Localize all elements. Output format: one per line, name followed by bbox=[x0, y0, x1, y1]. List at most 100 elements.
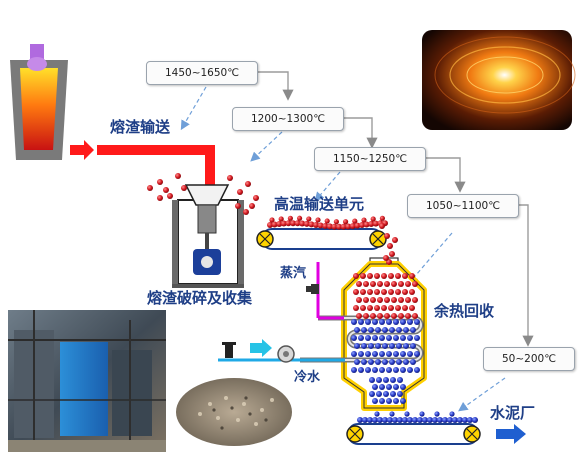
cool-particle bbox=[407, 335, 413, 341]
cool-particle bbox=[376, 377, 382, 383]
cool-particle bbox=[361, 359, 367, 365]
hot-particle bbox=[287, 215, 293, 221]
cool-particle bbox=[377, 417, 383, 423]
steam-pipe bbox=[306, 262, 344, 320]
cool-particle bbox=[389, 343, 395, 349]
cool-particle bbox=[382, 417, 388, 423]
cool-particle bbox=[393, 384, 399, 390]
hot-particle bbox=[372, 220, 379, 227]
hot-particle bbox=[297, 215, 303, 221]
cool-particle bbox=[389, 411, 395, 417]
hot-particle bbox=[280, 220, 287, 227]
hot-particle bbox=[395, 289, 401, 295]
cement-output-arrow bbox=[496, 424, 526, 444]
temp-box-3: 1150~1250℃ bbox=[314, 147, 426, 171]
hot-particle bbox=[359, 222, 365, 229]
hot-particle bbox=[243, 209, 249, 215]
cool-particle bbox=[375, 359, 381, 365]
cool-particle bbox=[393, 367, 399, 373]
cool-particle bbox=[351, 351, 357, 357]
cool-particle bbox=[382, 343, 388, 349]
cool-particle bbox=[389, 359, 395, 365]
cool-particle bbox=[449, 411, 455, 417]
hot-particle bbox=[345, 223, 352, 230]
hot-particle bbox=[278, 216, 284, 222]
hot-particle bbox=[306, 216, 312, 222]
cool-particle bbox=[397, 377, 403, 383]
cool-particle bbox=[372, 367, 378, 373]
slag-granules-photo bbox=[176, 378, 292, 446]
hot-particle bbox=[402, 273, 408, 279]
hot-particle bbox=[379, 215, 385, 221]
hot-particle bbox=[167, 193, 173, 199]
cool-particle bbox=[375, 343, 381, 349]
hot-particle bbox=[374, 289, 380, 295]
temp-box-2: 1200~1300℃ bbox=[232, 107, 344, 131]
hot-particle bbox=[388, 305, 394, 311]
cool-particle bbox=[369, 377, 375, 383]
cool-particle bbox=[396, 359, 402, 365]
hot-particle bbox=[269, 217, 275, 223]
hot-particle bbox=[363, 297, 369, 303]
cool-particle bbox=[386, 398, 392, 404]
cool-particle bbox=[358, 335, 364, 341]
hot-particle bbox=[377, 313, 383, 319]
cold-water-label: 冷水 bbox=[294, 370, 321, 385]
heat-exchanger-coil bbox=[300, 315, 424, 363]
cool-particle bbox=[393, 398, 399, 404]
cool-particle bbox=[383, 377, 389, 383]
hot-particle bbox=[356, 281, 362, 287]
hot-particle bbox=[381, 305, 387, 311]
hot-particle bbox=[412, 281, 418, 287]
cement-conveyor bbox=[346, 423, 481, 445]
cool-particle bbox=[382, 327, 388, 333]
temp-box-4: 1050~1100℃ bbox=[407, 194, 519, 218]
cool-particle bbox=[361, 327, 367, 333]
hot-particle bbox=[353, 305, 359, 311]
hot-particle bbox=[361, 217, 367, 223]
pointer-arrows bbox=[180, 86, 506, 412]
cool-particle bbox=[367, 417, 373, 423]
high-temp-conveyor bbox=[256, 228, 387, 250]
cool-particle bbox=[368, 327, 374, 333]
hot-particle bbox=[285, 220, 292, 227]
high-temp-conveyor-label: 高温输送单元 bbox=[274, 195, 365, 213]
hot-particle bbox=[349, 223, 356, 230]
hot-particle bbox=[343, 219, 349, 225]
hot-particle bbox=[324, 218, 330, 224]
hot-particle bbox=[370, 297, 376, 303]
hot-particle bbox=[363, 221, 370, 228]
cool-particle bbox=[393, 319, 399, 325]
cool-particle bbox=[400, 398, 406, 404]
cool-particle bbox=[434, 411, 440, 417]
cool-particle bbox=[410, 327, 416, 333]
cool-particle bbox=[419, 411, 425, 417]
hot-particle bbox=[353, 289, 359, 295]
hot-particle bbox=[381, 289, 387, 295]
hot-particle bbox=[360, 305, 366, 311]
cool-particle bbox=[372, 351, 378, 357]
hot-particle bbox=[377, 297, 383, 303]
hot-particle bbox=[389, 251, 395, 257]
hot-particle bbox=[336, 223, 342, 230]
cool-particle bbox=[447, 417, 453, 423]
hot-particle bbox=[405, 297, 411, 303]
cool-particle bbox=[407, 417, 413, 423]
cool-particle bbox=[369, 391, 375, 397]
hot-particle bbox=[387, 243, 393, 249]
cool-particle bbox=[403, 359, 409, 365]
hot-particle bbox=[391, 297, 397, 303]
cool-particle bbox=[412, 417, 418, 423]
hot-particle bbox=[253, 195, 259, 201]
hot-particle bbox=[381, 273, 387, 279]
cool-particle bbox=[358, 367, 364, 373]
cool-particle bbox=[400, 335, 406, 341]
hot-particle bbox=[322, 223, 329, 230]
cool-particle bbox=[392, 417, 398, 423]
cool-particle bbox=[362, 417, 368, 423]
cool-particle bbox=[386, 384, 392, 390]
cool-particle bbox=[462, 417, 468, 423]
hot-particle bbox=[409, 289, 415, 295]
hot-particle bbox=[388, 273, 394, 279]
cool-particle bbox=[379, 384, 385, 390]
